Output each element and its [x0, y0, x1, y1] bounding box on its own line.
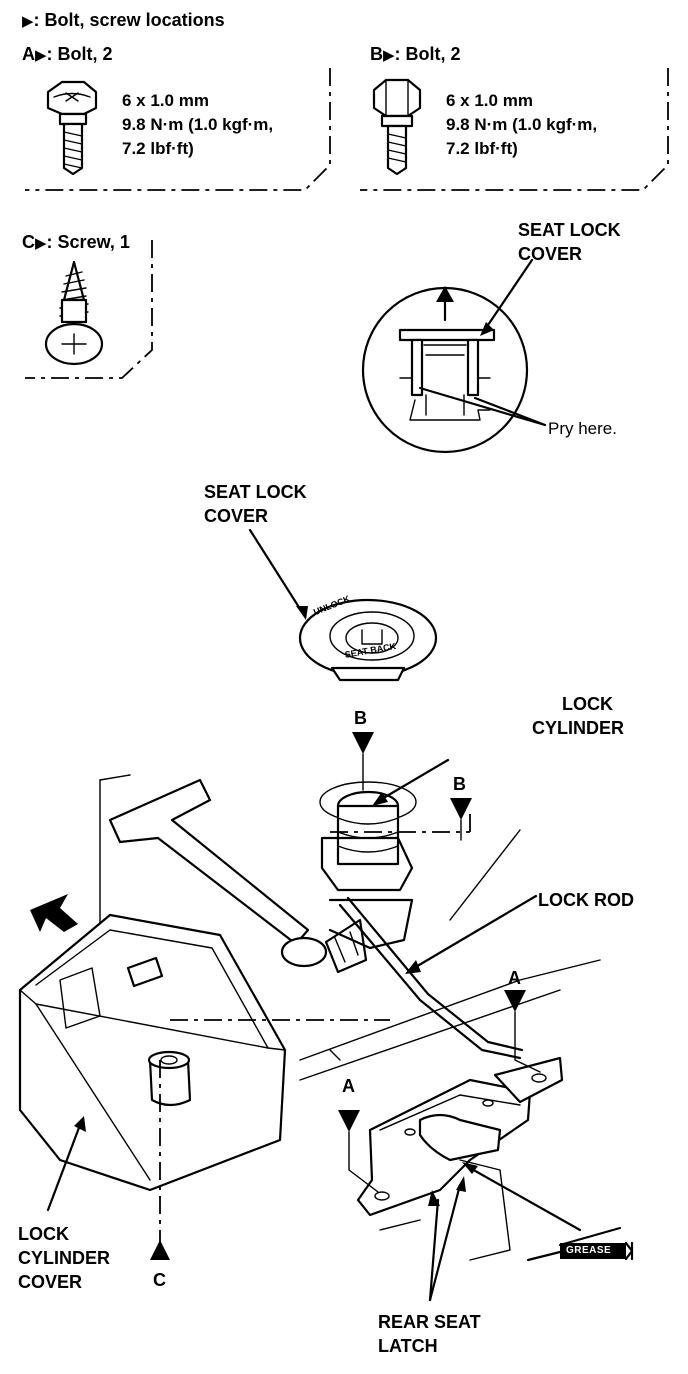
background-lines [99, 774, 601, 1081]
pry-here-label: Pry here. [548, 419, 617, 438]
bolt-b-illustration [372, 78, 422, 176]
lock-rod-label: LOCK ROD [538, 890, 634, 910]
grease-tube-icon [526, 1226, 634, 1262]
callout-a-left: A [342, 1076, 355, 1096]
bolt-a-illustration [46, 80, 98, 176]
callout-c: C [153, 1270, 166, 1290]
fastener-a-torque-1: 9.8 N·m (1.0 kgf·m, [122, 115, 274, 134]
rear-seat-latch-label-1: REAR SEAT [378, 1312, 481, 1332]
lock-cylinder-label-1: LOCK [562, 694, 613, 714]
lock-cylinder-label-2: CYLINDER [532, 718, 625, 738]
lock-cylinder-cover-label-1: LOCK [18, 1224, 69, 1244]
fastener-a-letter: A [22, 44, 35, 64]
fastener-a-size: 6 x 1.0 mm [122, 91, 209, 110]
fastener-a-desc: : Bolt, 2 [46, 44, 113, 64]
lock-cylinder-cover-label-3: COVER [18, 1272, 83, 1292]
fastener-b-torque-1: 9.8 N·m (1.0 kgf·m, [446, 115, 598, 134]
fastener-a-heading: A▶: Bolt, 2 [22, 42, 113, 68]
fastener-a-marker: ▶ [35, 47, 47, 64]
fastener-a-torque-2: 7.2 lbf·ft) [122, 139, 194, 158]
lock-cylinder-part [319, 758, 471, 950]
seat-lock-cover-part [248, 528, 438, 682]
lock-rod-part [338, 894, 538, 1060]
seat-lock-cover-label-1: SEAT LOCK [204, 482, 307, 502]
screw-c-illustration [44, 260, 104, 366]
fastener-b-desc: : Bolt, 2 [394, 44, 461, 64]
rear-seat-latch-label-2: LATCH [378, 1336, 438, 1356]
rear-seat-latch-part [356, 1056, 582, 1302]
section-a-border [25, 68, 331, 191]
fastener-b-torque-2: 7.2 lbf·ft) [446, 139, 518, 158]
header-title: ▶: Bolt, screw locations [22, 8, 225, 34]
seat-lock-cover-label-2: COVER [204, 506, 269, 526]
fastener-b-marker: ▶ [383, 47, 395, 64]
grease-label: GREASE [566, 1245, 612, 1256]
fastener-b-size: 6 x 1.0 mm [446, 91, 533, 110]
callout-a-right: A [508, 968, 521, 988]
header-title-text: : Bolt, screw locations [33, 10, 225, 30]
fastener-c-desc: : Screw, 1 [46, 232, 130, 252]
fastener-c-marker: ▶ [35, 235, 47, 252]
fastener-b-letter: B [370, 44, 383, 64]
fastener-c-letter: C [22, 232, 35, 252]
callout-markers [150, 732, 541, 1260]
release-handle-part [108, 778, 368, 974]
lock-cylinder-cover-label-2: CYLINDER [18, 1248, 111, 1268]
callout-b-top: B [354, 708, 367, 728]
detail-cover-label-1: SEAT LOCK [518, 220, 621, 240]
callout-b-side: B [453, 774, 466, 794]
header-marker: ▶ [22, 13, 34, 30]
detail-cover-label-2: COVER [518, 244, 583, 264]
detail-circle [361, 258, 547, 454]
fastener-c-heading: C▶: Screw, 1 [22, 230, 130, 256]
lock-cylinder-cover-part [18, 894, 390, 1245]
section-b-border [360, 68, 669, 191]
fastener-b-heading: B▶: Bolt, 2 [370, 42, 461, 68]
